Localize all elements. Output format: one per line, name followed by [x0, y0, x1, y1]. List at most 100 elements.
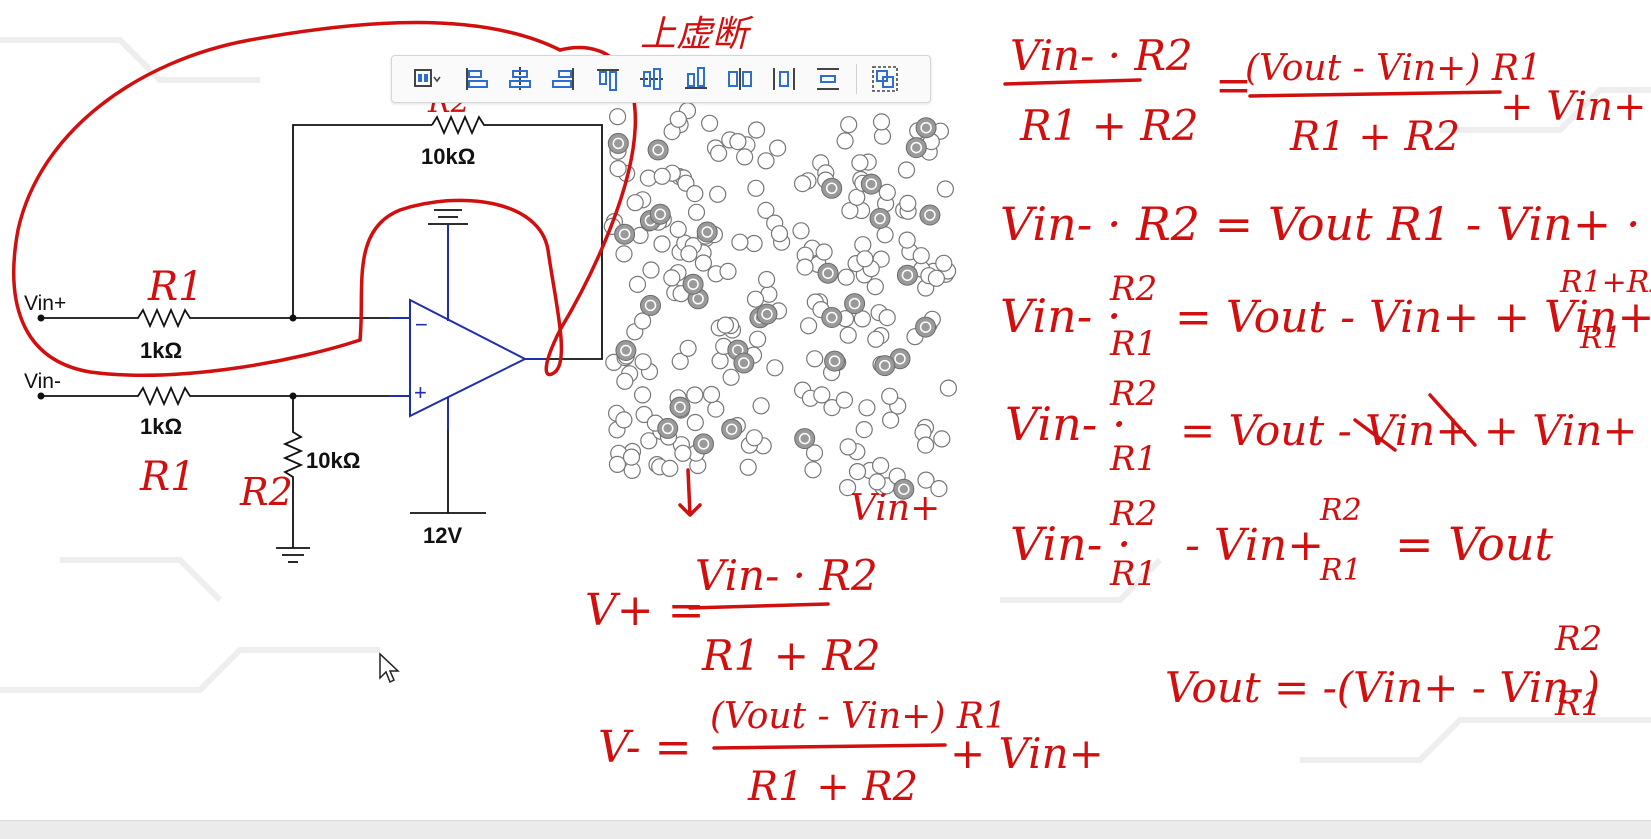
selection-handle[interactable] — [933, 430, 951, 448]
selection-handle[interactable] — [868, 473, 886, 491]
selection-handle[interactable] — [609, 160, 627, 178]
rotate-handle-icon[interactable] — [821, 307, 843, 328]
selection-handle[interactable] — [739, 458, 757, 476]
selection-handle[interactable] — [694, 254, 713, 272]
selection-handle[interactable] — [615, 411, 633, 429]
selection-handle[interactable] — [799, 317, 818, 335]
selection-handle[interactable] — [748, 330, 767, 348]
rotate-handle-icon[interactable] — [915, 316, 937, 338]
selection-handle[interactable] — [805, 444, 824, 462]
selection-handle[interactable] — [867, 330, 885, 348]
selection-handle[interactable] — [757, 270, 776, 289]
selection-handle[interactable] — [793, 175, 812, 193]
selection-handle[interactable] — [633, 312, 652, 330]
rotate-handle-icon[interactable] — [657, 417, 679, 439]
selection-handle[interactable] — [806, 350, 824, 368]
selection-handle[interactable] — [848, 463, 867, 481]
selection-handle[interactable] — [871, 457, 890, 475]
selection-handle[interactable] — [851, 154, 869, 172]
selection-handle[interactable] — [686, 185, 704, 203]
rotate-handle-icon[interactable] — [896, 264, 918, 286]
selection-handle[interactable] — [642, 261, 660, 279]
selection-handle[interactable] — [752, 397, 770, 415]
selection-handle[interactable] — [872, 113, 891, 131]
selection-handle[interactable] — [854, 236, 872, 254]
selection-handle[interactable] — [873, 127, 892, 145]
rotate-handle-icon[interactable] — [794, 428, 816, 450]
selection-handle[interactable] — [835, 391, 854, 409]
selection-handle[interactable] — [939, 379, 958, 397]
selection-handle[interactable] — [716, 316, 735, 334]
selection-handle[interactable] — [731, 233, 749, 251]
selection-handle[interactable] — [669, 110, 687, 128]
selection-handle[interactable] — [680, 245, 698, 263]
selection-handle[interactable] — [747, 121, 766, 139]
selection-handle[interactable] — [653, 235, 671, 253]
selection-handle[interactable] — [853, 310, 872, 328]
selection-handle[interactable] — [711, 352, 729, 370]
align-left-button[interactable] — [454, 61, 498, 97]
selection-handle[interactable] — [935, 254, 953, 272]
selection-handle[interactable] — [804, 461, 822, 479]
selection-handle[interactable] — [839, 438, 857, 456]
selection-handle[interactable] — [916, 436, 935, 454]
selection-handle[interactable] — [608, 455, 627, 473]
selection-handle[interactable] — [628, 275, 647, 293]
selection-handle[interactable] — [792, 222, 810, 240]
selection-handle[interactable] — [686, 386, 704, 404]
feedback-wire-right[interactable] — [488, 124, 603, 360]
rotate-handle-icon[interactable] — [721, 418, 743, 440]
input-wire-bottom[interactable] — [41, 385, 410, 407]
selection-handle[interactable] — [709, 185, 727, 203]
rotate-handle-icon[interactable] — [860, 173, 882, 195]
selection-handle[interactable] — [709, 144, 728, 162]
selection-handle[interactable] — [722, 368, 740, 386]
rotate-handle-icon[interactable] — [607, 132, 629, 154]
selection-handle[interactable] — [615, 245, 633, 263]
selection-handle[interactable] — [622, 448, 641, 466]
selection-handle[interactable] — [640, 432, 658, 450]
selection-handle[interactable] — [839, 326, 857, 344]
selection-handles-right[interactable] — [792, 113, 958, 500]
selection-handle[interactable] — [856, 250, 874, 268]
resistor-r2-top[interactable] — [431, 114, 488, 136]
selection-handle[interactable] — [626, 194, 644, 212]
selection-handle[interactable] — [768, 139, 787, 157]
selection-handle[interactable] — [745, 234, 763, 253]
selection-handle[interactable] — [746, 290, 765, 308]
align-right-button[interactable] — [542, 61, 586, 97]
selection-handle[interactable] — [815, 243, 833, 261]
selection-handle[interactable] — [927, 269, 946, 287]
group-button[interactable] — [863, 61, 907, 97]
rotate-handle-icon[interactable] — [919, 204, 941, 226]
rotate-handle-icon[interactable] — [915, 117, 937, 139]
rotate-handle-icon[interactable] — [756, 303, 778, 325]
rotate-handle-icon[interactable] — [821, 177, 843, 199]
rotate-handle-icon[interactable] — [824, 350, 846, 372]
selection-handle[interactable] — [878, 309, 896, 327]
selection-handle[interactable] — [841, 202, 859, 220]
selection-handle[interactable] — [735, 148, 754, 166]
selection-handle[interactable] — [766, 359, 784, 377]
input-wire-top[interactable] — [41, 307, 410, 329]
selection-handle[interactable] — [770, 225, 789, 243]
selection-handle[interactable] — [930, 480, 948, 498]
selection-handle[interactable] — [813, 386, 831, 404]
selection-handle[interactable] — [899, 194, 917, 212]
selection-handle[interactable] — [858, 399, 876, 417]
selection-handle[interactable] — [634, 353, 652, 371]
selection-handle[interactable] — [898, 231, 916, 249]
selection-handle[interactable] — [836, 132, 854, 150]
rotate-handle-icon[interactable] — [682, 273, 704, 295]
selection-handle[interactable] — [661, 459, 679, 477]
selection-handle[interactable] — [719, 262, 737, 280]
rotate-handle-icon[interactable] — [649, 203, 671, 225]
selection-handle[interactable] — [674, 444, 692, 462]
selection-handles-left[interactable] — [603, 102, 791, 479]
selection-handle[interactable] — [855, 421, 873, 439]
selection-handle[interactable] — [707, 400, 725, 418]
selection-handle[interactable] — [679, 339, 697, 357]
selection-handle[interactable] — [912, 247, 930, 265]
selection-handle[interactable] — [702, 385, 721, 404]
